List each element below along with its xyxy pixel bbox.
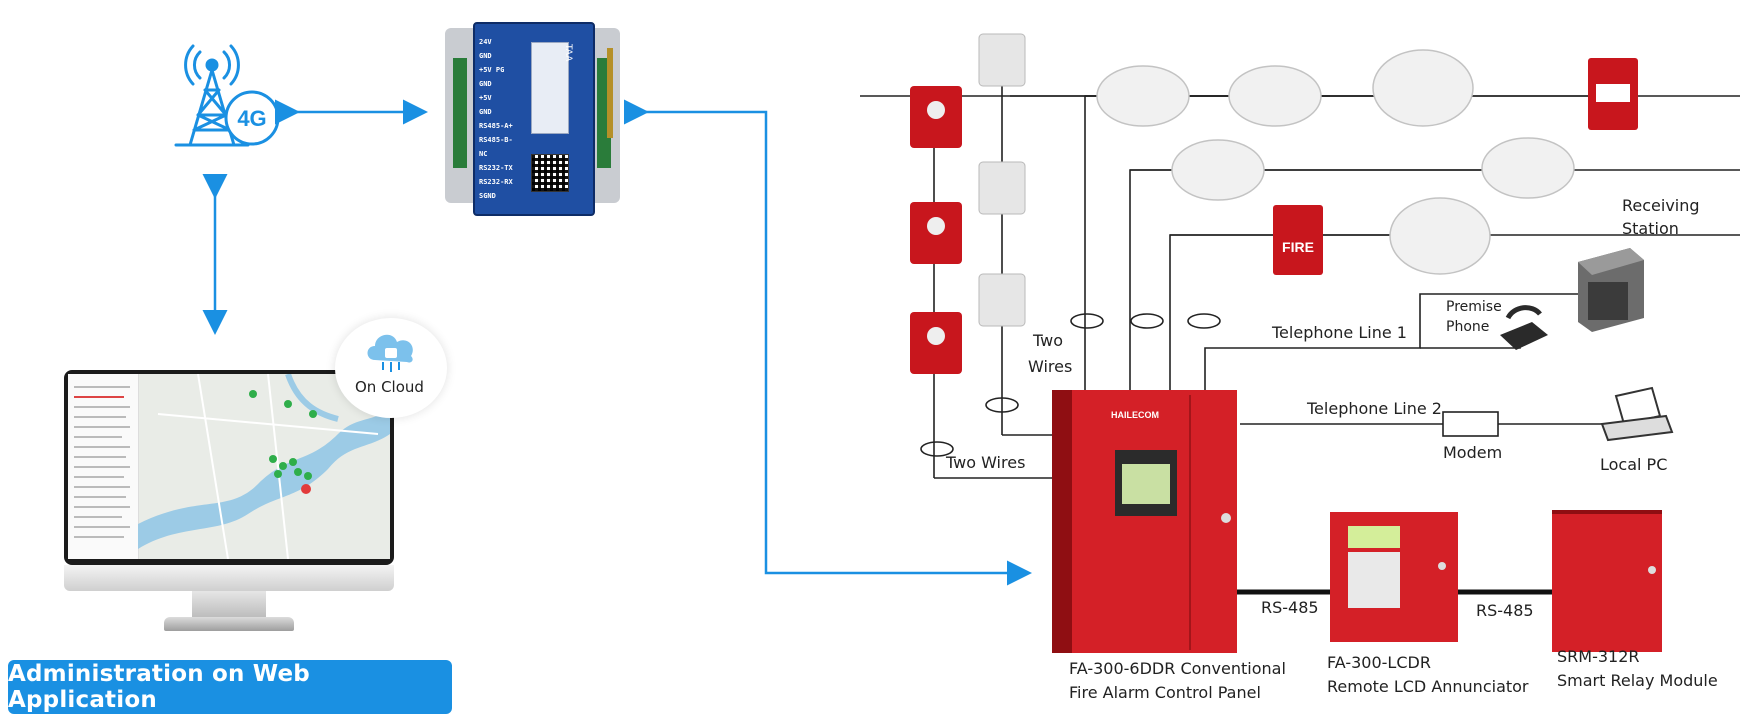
- panel-brand: HAILECOM: [1111, 410, 1159, 420]
- rs485-label-b: RS-485: [1476, 601, 1534, 620]
- receiving-station-label-2: Station: [1622, 219, 1679, 238]
- local-pc-label: Local PC: [1600, 455, 1668, 474]
- pin-label: 24V: [479, 38, 492, 46]
- premise-phone-label-2: Phone: [1446, 319, 1490, 335]
- pin-label: RS232-RX: [479, 178, 513, 186]
- telephone-icon: [1500, 305, 1548, 350]
- qr-code: [531, 154, 569, 192]
- pin-label: +5V: [479, 94, 492, 102]
- administration-web-app-button[interactable]: Administration on Web Application: [8, 660, 452, 714]
- pin-label: GND: [479, 80, 492, 88]
- fire-alarm-control-panel: HAILECOM: [1052, 390, 1237, 653]
- relay-name-2: Smart Relay Module: [1557, 671, 1718, 690]
- 4g-tower-icon: 4G: [174, 44, 280, 147]
- relay-name-1: SRM-312R: [1557, 647, 1640, 666]
- iot-gateway-device: 24V GND +5V PG GND +5V GND RS485-A+ RS48…: [445, 18, 620, 216]
- pin-label: SGND: [479, 192, 496, 200]
- telephone-line-1-label: Telephone Line 1: [1272, 323, 1407, 342]
- two-wires-label-b: Two Wires: [946, 453, 1026, 472]
- fire-alarm-wiring: FIRE HAILECOM: [860, 33, 1740, 653]
- two-wires-label-a1: Two: [1033, 331, 1063, 350]
- pull-station-fire: FIRE: [1273, 205, 1323, 275]
- pin-label: +5V PG: [479, 66, 505, 74]
- control-panel-name-2: Fire Alarm Control Panel: [1069, 683, 1261, 702]
- rs485-label-a: RS-485: [1261, 598, 1319, 617]
- two-wires-label-a2: Wires: [1028, 357, 1073, 376]
- remote-lcd-annunciator: [1330, 512, 1458, 642]
- fire-pull-label: FIRE: [1282, 239, 1314, 255]
- cloud-icon: [367, 334, 413, 372]
- pin-label: GND: [479, 108, 492, 116]
- laptop-icon: [1600, 386, 1674, 442]
- horn-strobe-group: [910, 86, 962, 374]
- pin-label: RS232-TX: [479, 164, 513, 172]
- telephone-line-2-label: Telephone Line 2: [1307, 399, 1442, 418]
- map-view: [138, 374, 390, 559]
- 4g-badge: 4G: [237, 106, 266, 131]
- pin-label: RS485-A+: [479, 122, 513, 130]
- connection-arrows: [202, 99, 1032, 586]
- cloud-label: On Cloud: [355, 378, 424, 396]
- modem-label: Modem: [1443, 443, 1503, 462]
- pin-label: NC: [479, 150, 488, 158]
- pin-label: GND: [479, 52, 492, 60]
- app-sidebar: [68, 374, 139, 559]
- receiving-station-label-1: Receiving: [1622, 196, 1700, 215]
- admin-monitor: [64, 370, 394, 645]
- cloud-badge: On Cloud: [335, 318, 447, 418]
- lcd-name-2: Remote LCD Annunciator: [1327, 677, 1529, 696]
- smart-relay-module: [1552, 510, 1662, 652]
- control-panel-name-1: FA-300-6DDR Conventional: [1069, 659, 1286, 678]
- map-screen: [68, 374, 390, 559]
- pull-station-top: [1588, 58, 1638, 130]
- pin-label: RS485-B-: [479, 136, 513, 144]
- premise-phone-label-1: Premise: [1446, 299, 1502, 315]
- receiving-station-icon: [1578, 248, 1644, 332]
- lcd-name-1: FA-300-LCDR: [1327, 653, 1431, 672]
